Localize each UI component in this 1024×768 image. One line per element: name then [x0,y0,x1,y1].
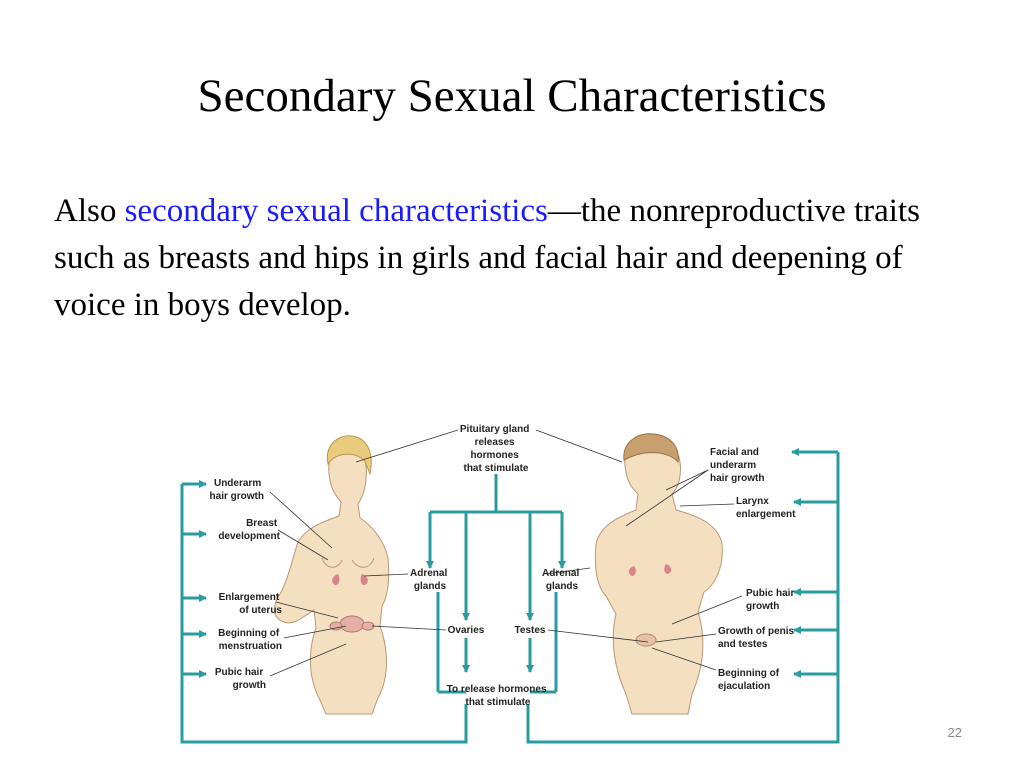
label-pubic-hair-male: Pubic hair growth [746,588,797,612]
label-pubic-hair-female: Pubic hair growth [215,667,266,691]
label-testes: Testes [515,625,546,636]
label-breast-development: Breast development [218,518,280,542]
body-rest: —the nonreproductive traits such as brea… [54,193,920,323]
label-adrenal-glands-left: Adrenal glands [410,568,450,592]
label-facial-underarm-hair-male: Facial and underarm hair growth [710,447,764,484]
body-paragraph: Also secondary sexual characteristics—th… [54,188,974,329]
label-pituitary-gland: Pituitary gland releases hormones that s… [460,424,532,474]
page-number: 22 [947,725,962,740]
label-release-hormones: To release hormones that stimulate [447,684,550,708]
label-underarm-hair-female: Underarm hair growth [210,478,264,502]
label-beginning-of-ejaculation: Beginning of ejaculation [718,668,782,692]
diagram-labels: Pituitary gland releases hormones that s… [210,424,797,708]
slide-title: Secondary Sexual Characteristics [197,70,827,122]
label-ovaries: Ovaries [448,625,485,636]
leader-lines [269,429,743,677]
label-adrenal-glands-right: Adrenal glands [542,568,582,592]
label-growth-of-penis-and-testes: Growth of penis and testes [718,626,797,650]
male-figure [594,433,723,715]
hormone-flow-lines [180,448,840,744]
diagram-svg: Pituitary gland releases hormones that s… [180,424,840,744]
label-larynx-enlargement: Larynx enlargement [736,496,796,520]
label-beginning-of-menstruation: Beginning of menstruation [218,628,282,652]
body-lead: Also [54,193,125,229]
puberty-hormone-diagram: Pituitary gland releases hormones that s… [176,418,848,750]
female-figure [274,435,390,715]
term-secondary-sexual-characteristics: secondary sexual characteristics [124,193,548,229]
label-enlargement-of-uterus: Enlargement of uterus [219,592,283,616]
